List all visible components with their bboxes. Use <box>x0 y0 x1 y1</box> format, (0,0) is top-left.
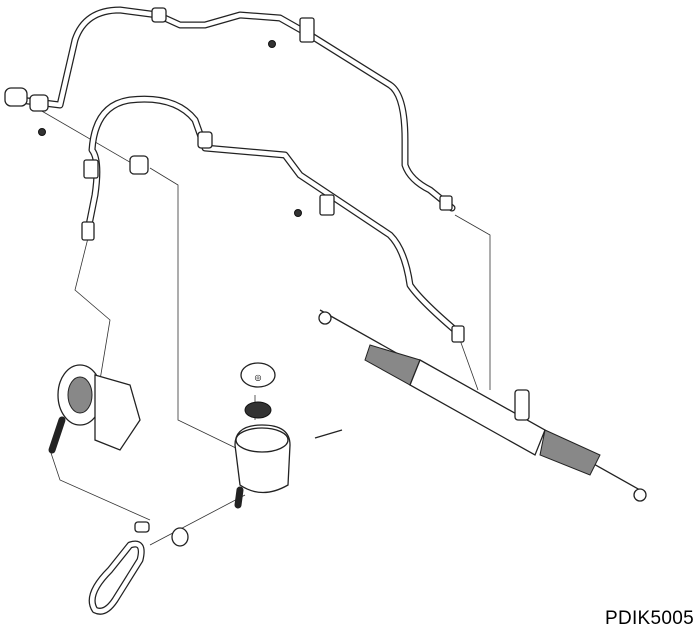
fluid-reservoir: ◎ <box>234 362 343 509</box>
hose-fittings <box>4 7 465 343</box>
return-line <box>84 95 459 334</box>
power-steering-pump <box>48 364 141 454</box>
high-pressure-line <box>16 6 456 212</box>
leader-lines <box>39 109 491 546</box>
svg-text:◎: ◎ <box>255 373 262 382</box>
suction-hose-and-clamps <box>88 521 189 615</box>
diagram-reference-code: PDIK5005 <box>604 608 694 629</box>
steering-rack <box>318 309 647 502</box>
